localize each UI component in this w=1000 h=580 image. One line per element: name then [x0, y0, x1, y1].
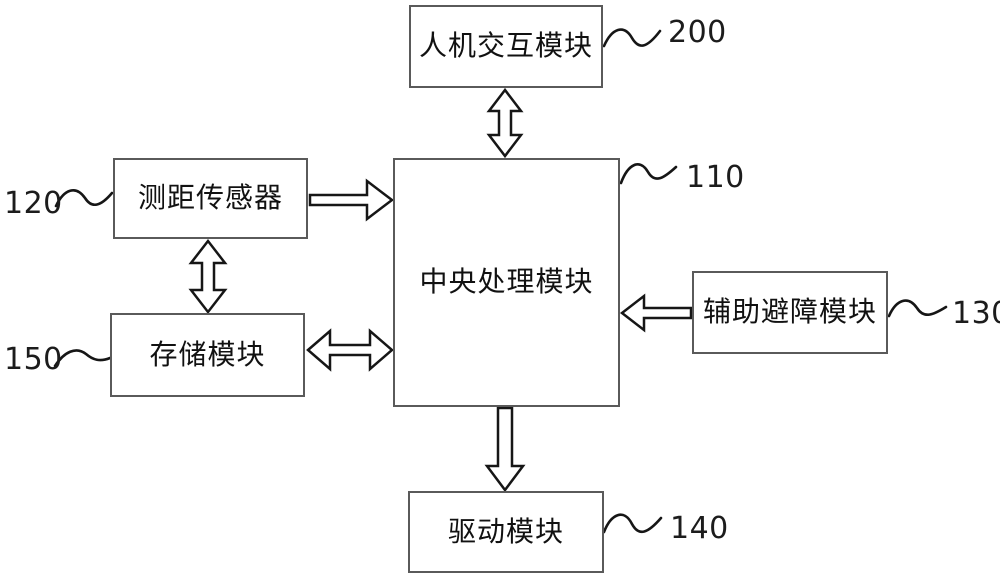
box-drive-module: 驱动模块	[408, 491, 604, 573]
ref-numeral-130: 130	[952, 296, 1000, 331]
leader-line-150	[55, 350, 110, 366]
box-label: 存储模块	[149, 340, 265, 371]
box-label: 中央处理模块	[419, 267, 593, 298]
box-central-processing-module: 中央处理模块	[393, 158, 620, 407]
box-label: 测距传感器	[138, 183, 283, 214]
arrow-hmi-central-bidirectional-icon	[489, 90, 521, 156]
ref-numeral-110: 110	[686, 160, 745, 195]
box-ranging-sensor: 测距传感器	[113, 158, 308, 239]
leader-line-120	[56, 190, 112, 206]
box-label: 辅助避障模块	[703, 297, 877, 328]
box-human-machine-interaction-module: 人机交互模块	[409, 5, 603, 88]
arrow-storage-central-bidirectional-icon	[308, 331, 392, 369]
box-label: 人机交互模块	[419, 31, 593, 62]
arrow-ranging-to-central-icon	[310, 181, 392, 219]
leader-line-200	[604, 30, 660, 46]
ref-numeral-120: 120	[4, 186, 63, 221]
box-storage-module: 存储模块	[110, 313, 305, 397]
arrow-obstacle-to-central-icon	[622, 296, 691, 330]
leader-line-140	[604, 515, 661, 532]
ref-numeral-150: 150	[4, 342, 63, 377]
ref-numeral-200: 200	[668, 15, 727, 50]
box-auxiliary-obstacle-avoidance-module: 辅助避障模块	[692, 271, 888, 354]
leader-line-110	[621, 164, 676, 183]
box-label: 驱动模块	[448, 517, 564, 548]
ref-numeral-140: 140	[670, 511, 729, 546]
leader-line-130	[889, 301, 946, 316]
arrow-central-to-drive-icon	[487, 408, 523, 490]
arrow-ranging-storage-bidirectional-icon	[191, 241, 225, 312]
